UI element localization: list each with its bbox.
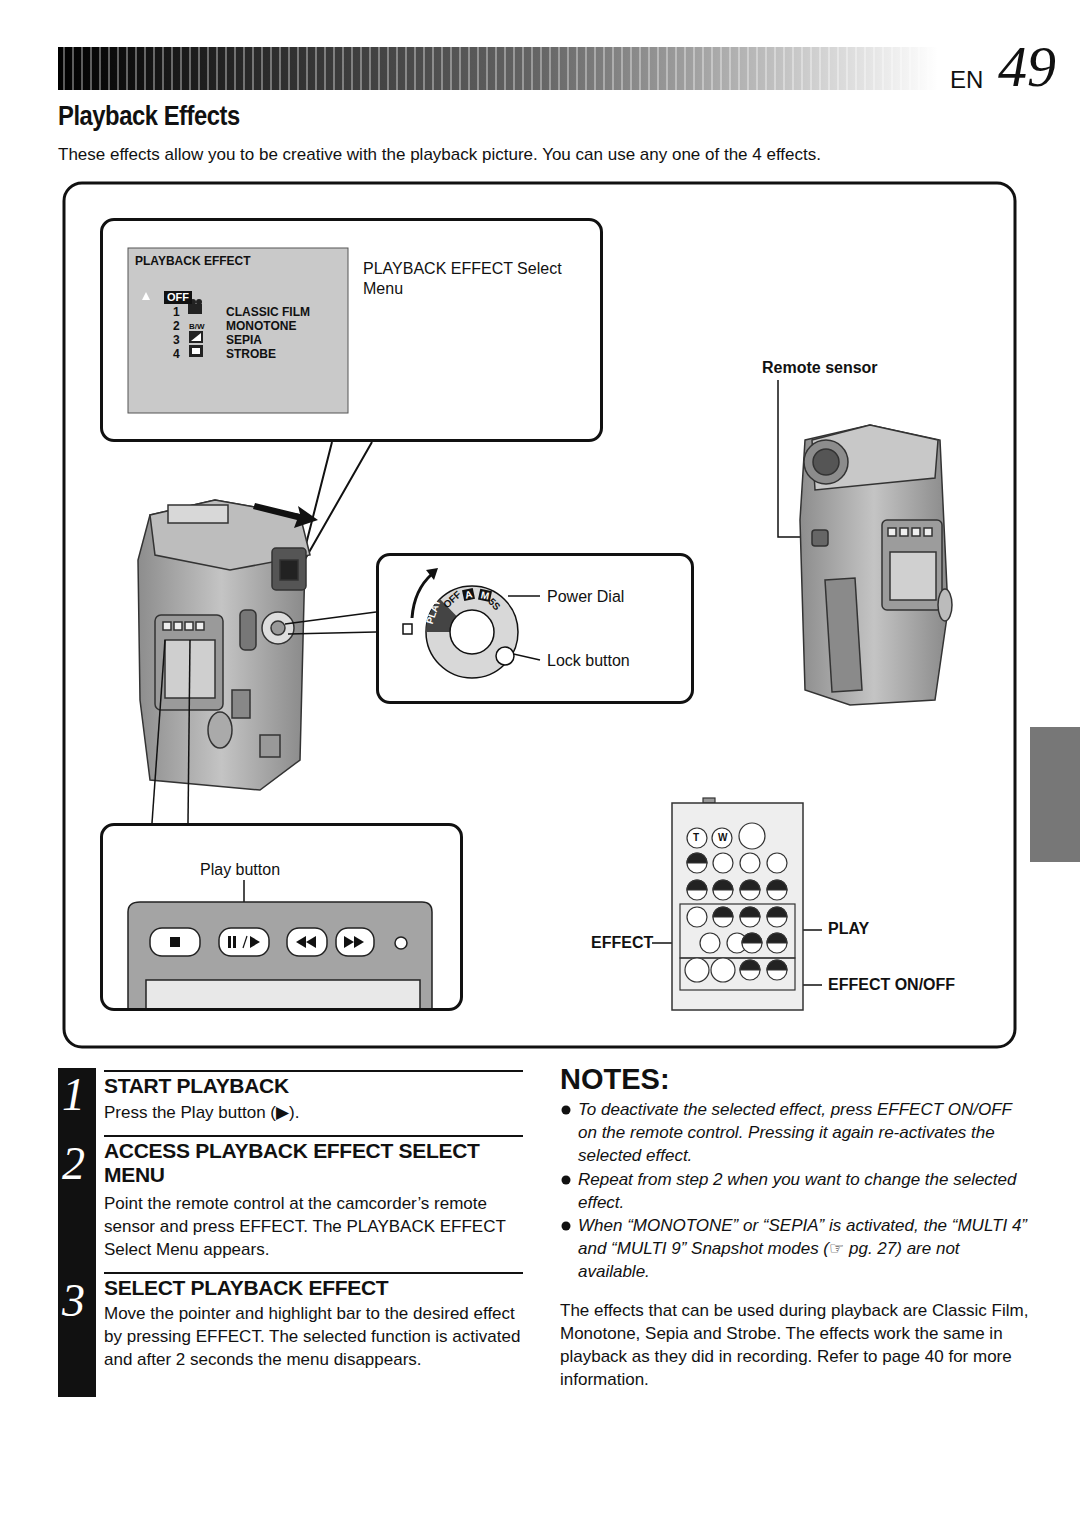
note-text: When “MONOTONE” or “SEPIA” is activated,… (578, 1214, 1030, 1283)
button-mark: T (693, 832, 699, 843)
menu-item: SEPIA (226, 334, 346, 347)
menu-number: 3 (173, 334, 185, 347)
play-panel-symbols (170, 936, 364, 948)
page-number: 49 (998, 38, 1056, 96)
lcd-screen (128, 248, 348, 413)
part-label: EFFECT ON/OFF (828, 976, 955, 994)
note-text: To deactivate the selected effect, press… (578, 1098, 1030, 1167)
part-label: Play button (200, 860, 350, 880)
body-text: The effects that can be used during play… (560, 1299, 1030, 1391)
part-label: Lock button (547, 651, 687, 671)
step-bar (58, 1068, 96, 1397)
part-label: PLAY (828, 920, 869, 938)
step-text: Move the pointer and highlight bar to th… (104, 1302, 522, 1371)
part-label: EFFECT (591, 934, 653, 952)
menu-item: OFF (164, 291, 192, 304)
menu-screen: PLAYBACK EFFECT OFF 1 CLASSIC FILM 2 B/W MONOT… (131, 251, 352, 416)
step-block: 1 START PLAYBACK Press the Play button (▶)… (58, 1068, 528, 1132)
step-block: 3 SELECT PLAYBACK EFFECTMove the pointer … (58, 1272, 528, 1398)
slide-arrow (253, 503, 318, 528)
menu-item: CLASSIC FILM (226, 306, 346, 319)
note-bullets (562, 1106, 571, 1231)
step-number: 3 (62, 1278, 96, 1324)
step-number: 1 (62, 1072, 96, 1118)
step-heading: START PLAYBACK (104, 1074, 522, 1098)
part-label: Power Dial (547, 587, 687, 607)
leader-lines (152, 380, 822, 985)
callout-label: PLAYBACK EFFECT Select Menu (363, 259, 583, 299)
page-prefix: EN (950, 66, 983, 94)
step-text: Point the remote control at the camcorde… (104, 1192, 522, 1261)
step-rules (104, 1071, 523, 1273)
page-title: Playback Effects (58, 101, 240, 132)
part-label: Remote sensor (762, 359, 878, 377)
screen-heading: PLAYBACK EFFECT (135, 255, 335, 268)
intro-text: These effects allow you to be creative w… (58, 143, 978, 166)
header-stripes (58, 47, 938, 90)
step-block: 2ACCESS PLAYBACK EFFECT SELECT MENU Point… (58, 1135, 528, 1270)
step-text: Press the Play button (▶). (104, 1101, 522, 1124)
callout-box: PLAYBACK EFFECT Select Menu PLAYBACK EFFE… (100, 218, 603, 442)
step-heading: ACCESS PLAYBACK EFFECT SELECT MENU (104, 1139, 522, 1187)
callout-tail (300, 442, 372, 568)
edge-tab (1030, 727, 1080, 862)
note-text: Repeat from step 2 when you want to chan… (578, 1168, 1030, 1214)
menu-icon-text: B/W (189, 322, 217, 331)
outer-frame (64, 183, 1015, 1047)
menu-number: 1 (173, 306, 185, 319)
callout-box: Play button (100, 823, 463, 1011)
camcorder-left (138, 500, 310, 790)
header-bar (58, 47, 938, 90)
dial-mark: A (462, 588, 475, 601)
power-dial (403, 568, 518, 678)
remote-control (672, 798, 803, 1010)
button-mark: W (718, 832, 727, 843)
menu-item: STROBE (226, 348, 346, 361)
step-number: 2 (62, 1141, 96, 1187)
menu-number: 4 (173, 348, 185, 361)
notes-heading: NOTES: (560, 1063, 670, 1096)
callout-box: Power DialLock button (376, 553, 694, 704)
camcorder-right (800, 425, 952, 705)
play-panel (128, 902, 432, 1010)
menu-item: MONOTONE (226, 320, 346, 333)
menu-number: 2 (173, 320, 185, 333)
step-heading: SELECT PLAYBACK EFFECT (104, 1276, 522, 1300)
pointer-spark (142, 292, 150, 300)
